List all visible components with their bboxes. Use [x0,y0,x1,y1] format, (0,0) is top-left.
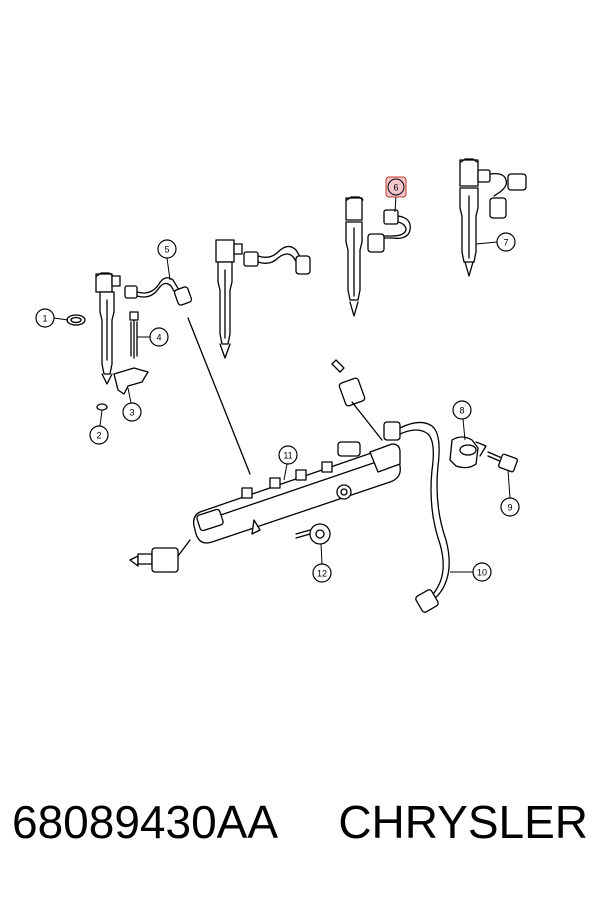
injector-harness-a [124,277,193,306]
injector-harness-d [477,169,527,219]
callout-12-label: 12 [317,569,327,579]
fuel-injector-a [95,272,121,385]
fuel-injector-c [345,196,364,317]
callout-4-label: 4 [156,333,161,343]
hold-down-bolt [129,311,139,359]
fuel-rail [192,441,401,544]
callout-10[interactable]: 10 [450,562,492,582]
sensor-harness [383,421,450,613]
callout-9-label: 9 [507,503,512,513]
callout-3-label: 3 [129,408,134,418]
callout-8[interactable]: 8 [452,400,472,441]
callout-11[interactable]: 11 [278,445,298,481]
callout-3[interactable]: 3 [122,387,142,422]
callout-2-label: 2 [96,431,101,441]
o-ring [66,314,86,326]
callout-7-label: 7 [503,238,508,248]
washer [96,403,108,411]
callout-9[interactable]: 9 [500,469,520,517]
callout-1[interactable]: 1 [35,308,69,328]
brand-name: CHRYSLER [338,796,588,848]
callout-4[interactable]: 4 [137,327,169,347]
callout-6-label: 6 [393,183,398,193]
fuel-injector-b [215,239,243,359]
callout-5-label: 5 [164,245,169,255]
injector-harness-b [243,245,311,275]
parts-diagram: 1 2 3 4 5 6 7 [35,158,527,613]
pressure-valve [295,523,331,545]
callout-1-label: 1 [42,314,47,324]
callout-11-label: 11 [283,451,292,461]
callout-7[interactable]: 7 [475,232,516,252]
callout-5[interactable]: 5 [157,239,177,281]
rail-connector [129,539,191,573]
pressure-sensor [331,359,383,441]
callout-8-label: 8 [459,406,464,416]
callout-10-label: 10 [477,568,487,578]
callouts: 1 2 3 4 5 6 7 [35,176,520,583]
part-number: 68089430AA [12,796,279,848]
rail-sensor [449,436,487,469]
callout-2[interactable]: 2 [89,409,109,445]
mounting-bolt [487,451,518,473]
callout-12[interactable]: 12 [312,543,332,583]
fuel-injector-d [459,158,479,277]
hold-down-clamp [113,367,149,395]
part-caption: 68089430AA CHRYSLER [0,795,600,865]
callout-6[interactable]: 6 [385,176,407,213]
injector-harness-c [367,209,411,253]
